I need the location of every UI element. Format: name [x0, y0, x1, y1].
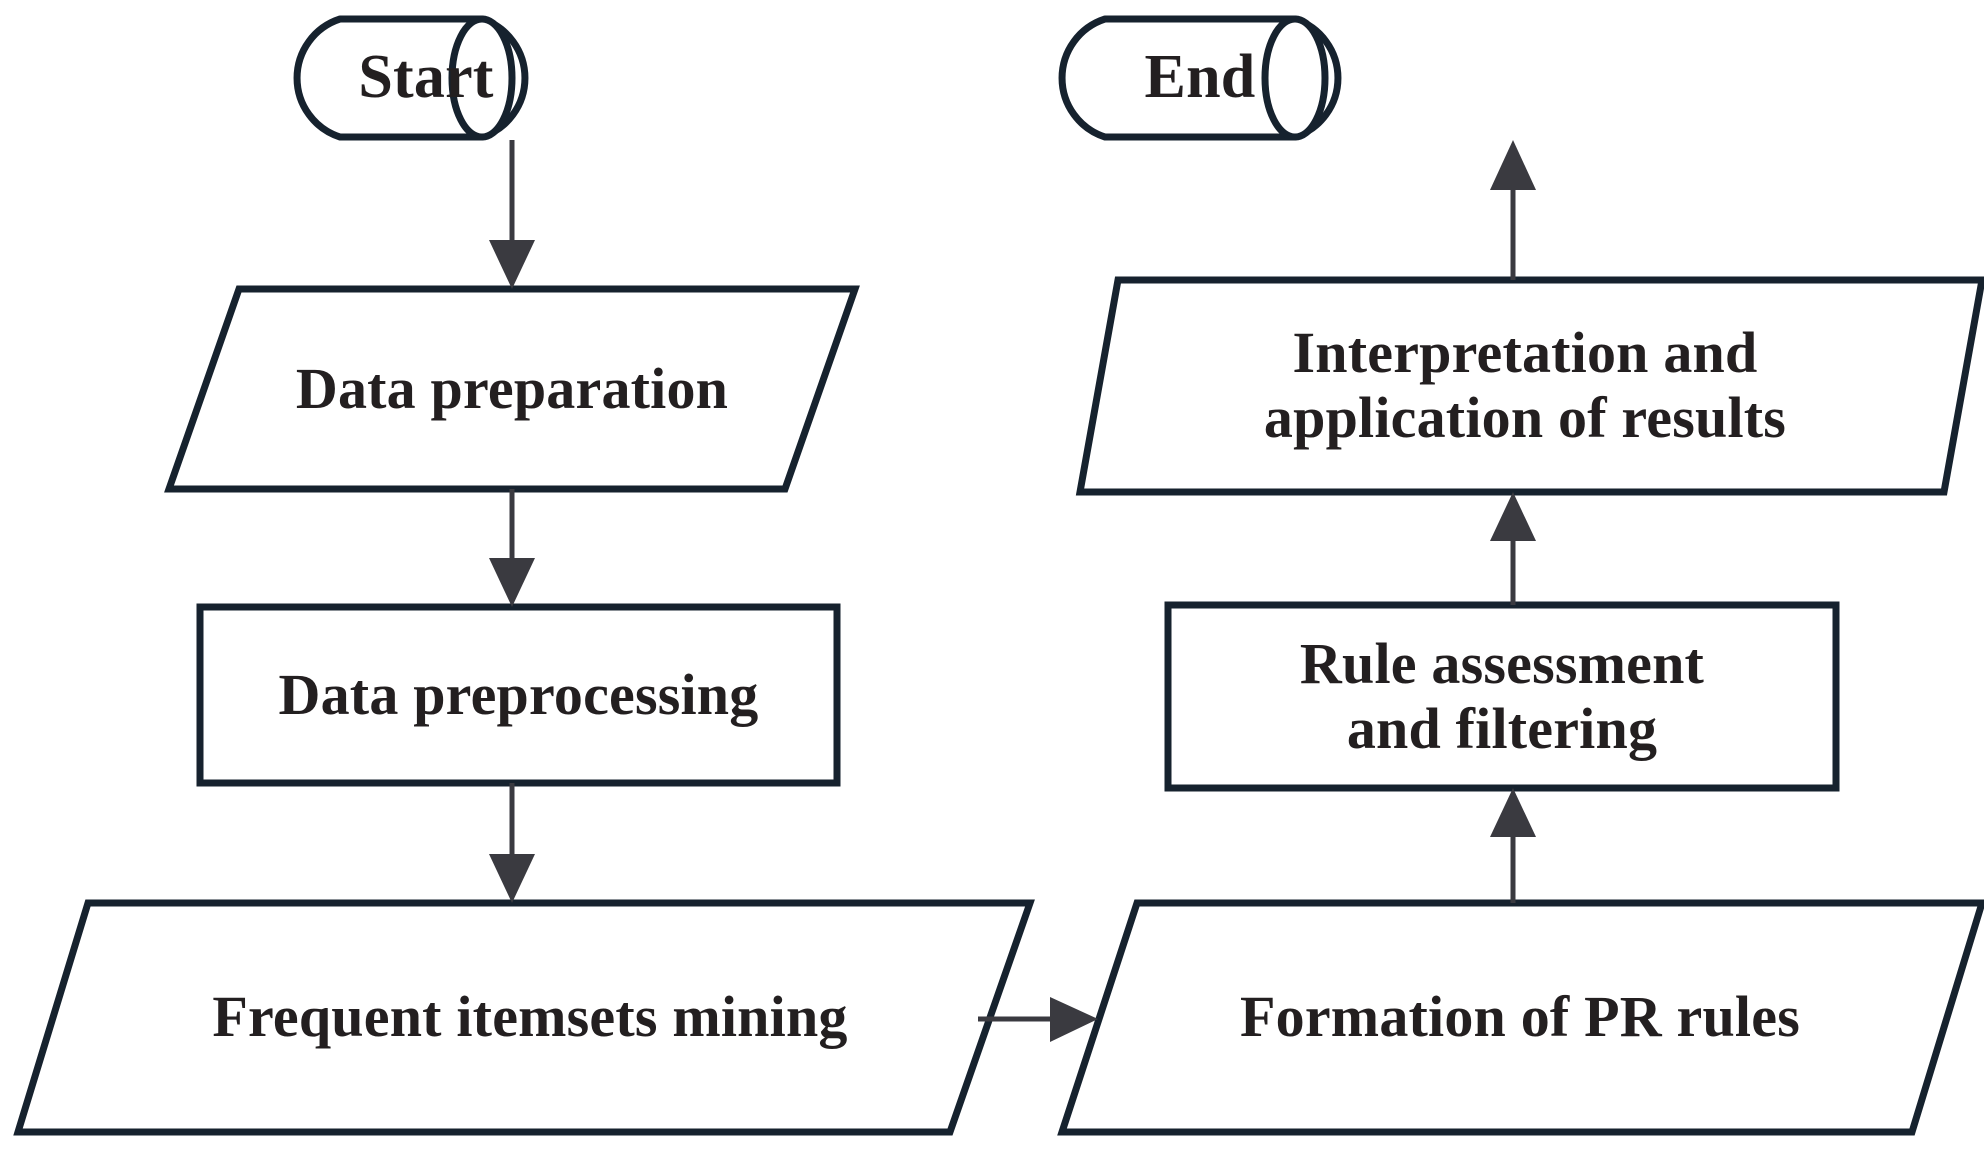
node-interpretation-shape[interactable] — [1075, 276, 1984, 496]
edge-interpretation-to-end — [1490, 140, 1536, 280]
edge-rule-assess-to-interpretation — [1490, 492, 1536, 605]
node-pr-rules-shape[interactable] — [1057, 899, 1984, 1136]
edge-pr-rules-to-rule-assess — [1490, 788, 1536, 903]
node-data-prep-shape[interactable] — [164, 285, 860, 493]
edge-data-preproc-to-freq-itemsets — [489, 783, 535, 903]
node-freq-itemsets-shape[interactable] — [13, 899, 1035, 1136]
node-end-shape[interactable] — [1058, 15, 1342, 141]
edge-freq-itemsets-to-pr-rules — [978, 997, 1098, 1042]
node-rule-assess-shape[interactable] — [1164, 601, 1840, 792]
edge-start-to-data-prep — [489, 140, 535, 289]
edge-data-prep-to-data-preproc — [489, 489, 535, 607]
node-start-shape[interactable] — [293, 15, 529, 141]
node-data-preproc-shape[interactable] — [196, 603, 841, 787]
